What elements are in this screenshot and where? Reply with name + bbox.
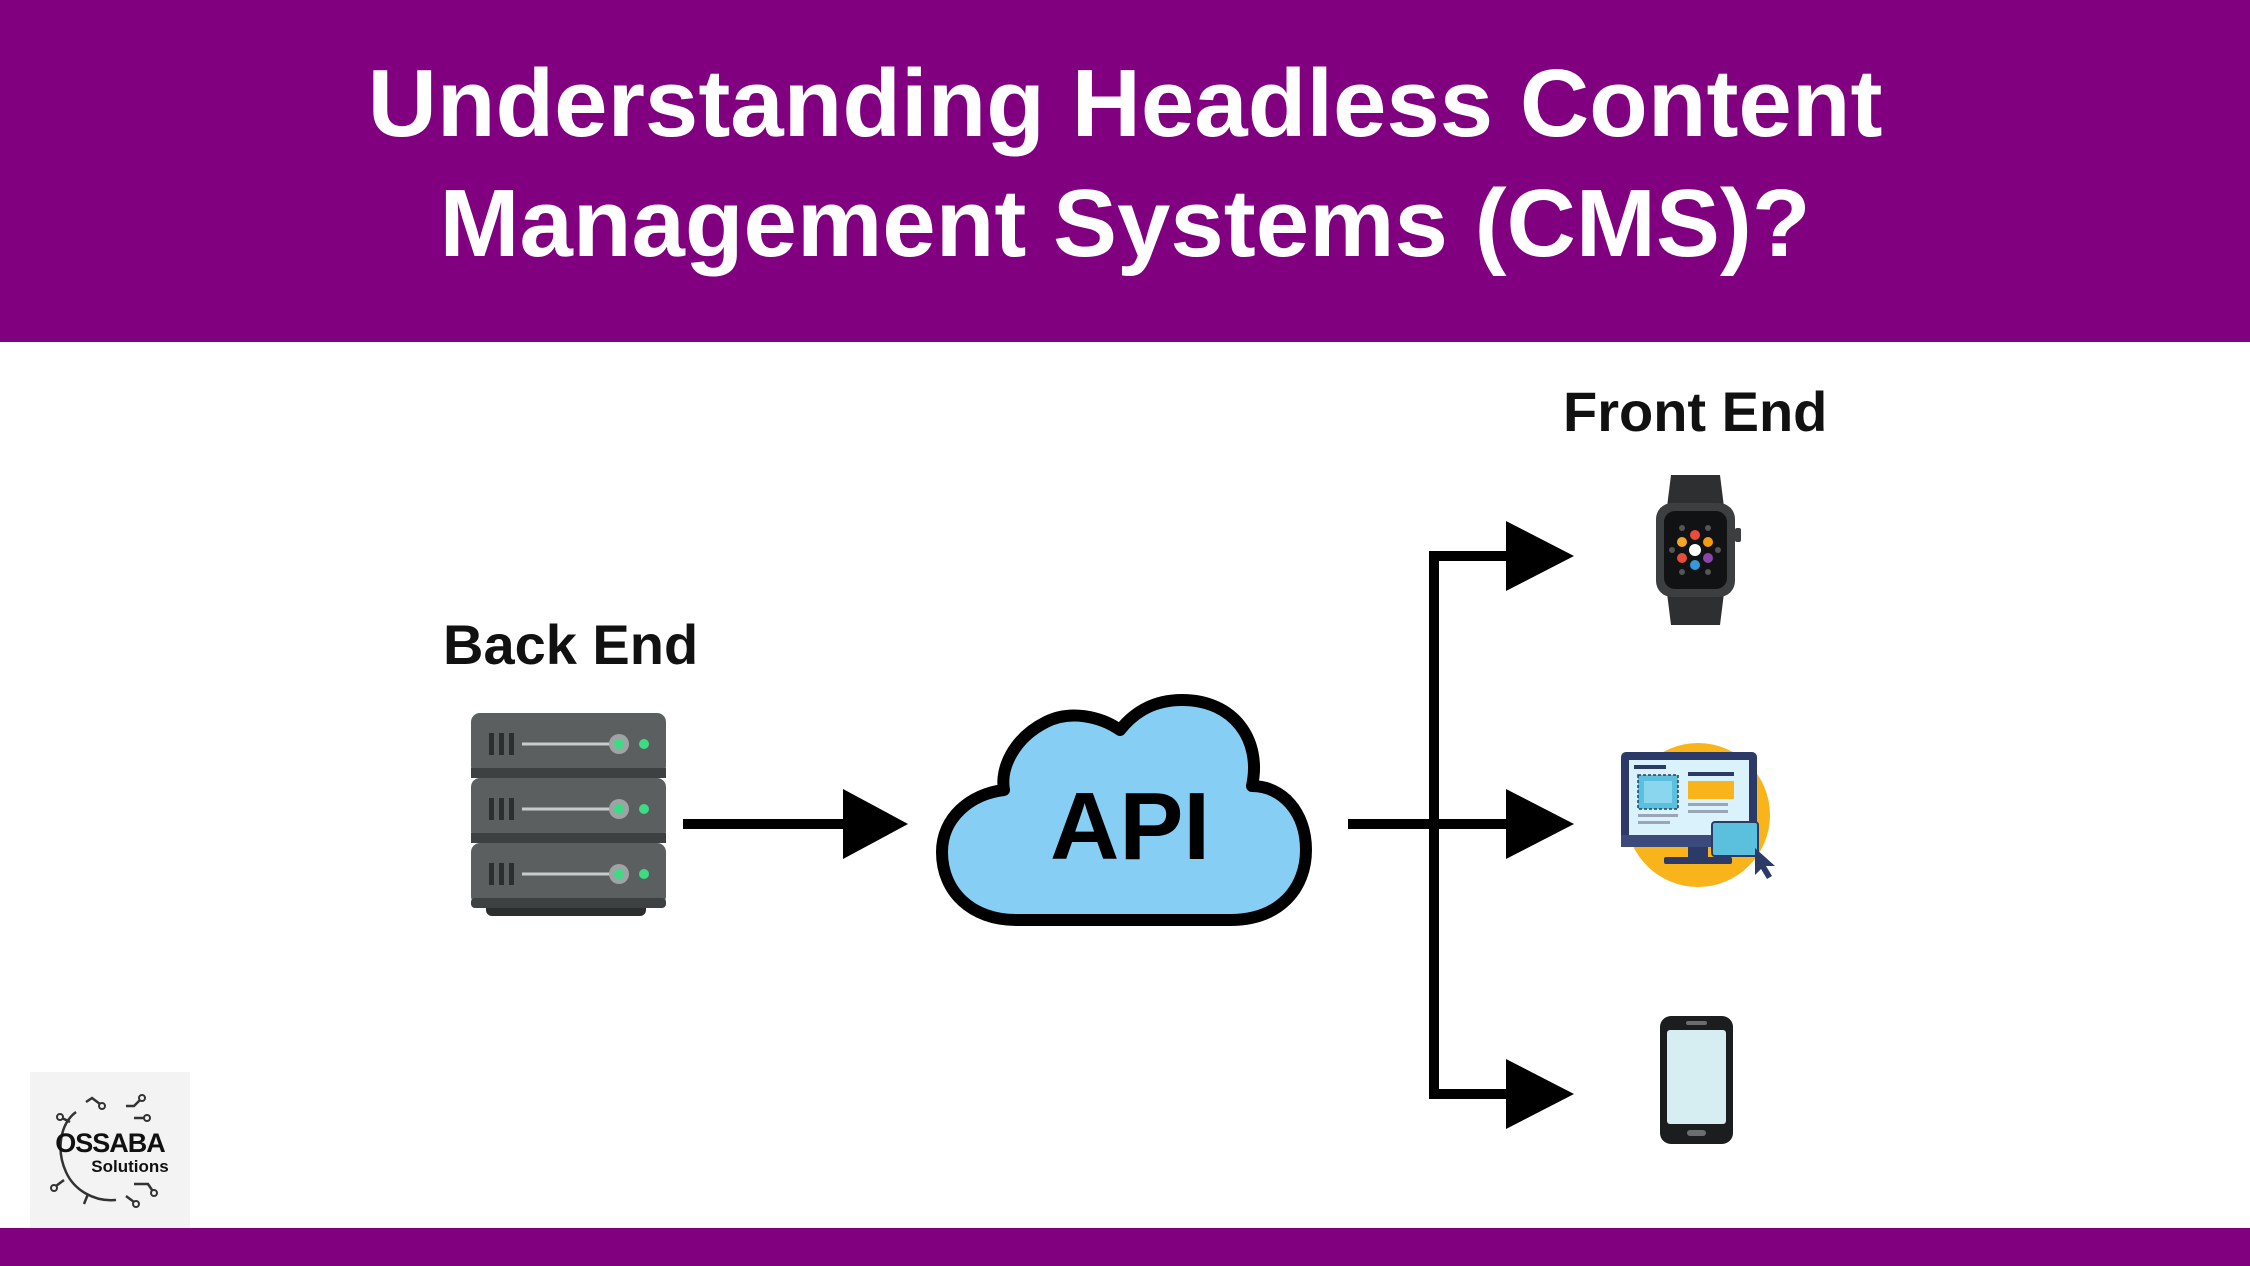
back-end-label: Back End [443,613,699,676]
logo-name: OSSABA [55,1128,166,1158]
api-cloud-icon [936,694,1312,926]
stand [1664,821,1775,879]
smartphone-icon [1660,1016,1733,1144]
front-end-label: Front End [1563,380,1828,443]
arrows-api-to-frontend [1348,521,1574,1129]
watch-icon [1656,475,1741,625]
api-label: API [1049,773,1211,880]
company-logo: OSSABA Solutions [30,1072,190,1228]
footer-band [0,1228,2250,1266]
page-title-line-2: Management Systems (CMS)? [439,170,1811,277]
circuit-gear-icon [50,1094,158,1208]
header-band: Understanding Headless Content Managemen… [0,0,2250,342]
page-title-line-1: Understanding Headless Content [367,50,1883,157]
logo-subtitle: Solutions [91,1157,169,1176]
server-rack-icon [471,713,666,916]
arrow-backend-to-api [683,789,908,859]
